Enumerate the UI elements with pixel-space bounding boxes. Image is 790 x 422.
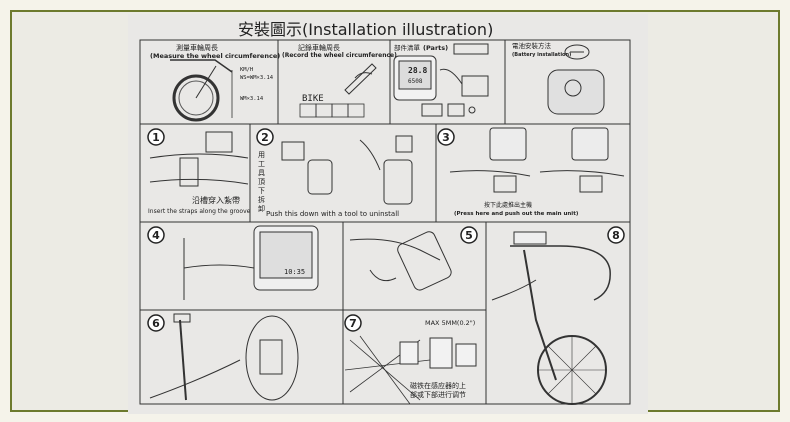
measure-formula2: WM×3.14 xyxy=(240,96,264,102)
battery-title-en: (Battery installation) xyxy=(512,52,571,58)
step4-badge xyxy=(147,226,165,244)
wheel-drawing xyxy=(172,74,220,122)
step7-badge xyxy=(344,314,362,332)
step3-number: 3 xyxy=(442,131,450,144)
panel-step5: 5 xyxy=(349,226,478,291)
step3-caption-en: (Press here and push out the main unit) xyxy=(454,211,579,217)
step4-display-reading: 10:35 xyxy=(284,268,305,276)
step2-side-cn-1: 工 xyxy=(258,160,265,168)
panel-step2: 2 用 工 具 頂 下 拆 卸 Push this down with a to… xyxy=(256,128,413,218)
panel-step8: 8 xyxy=(491,226,625,405)
pen-icon xyxy=(344,63,377,95)
panel-step1: 1 沿槽穿入紮帶 Insert the straps along the gro… xyxy=(147,128,251,215)
step6-number: 6 xyxy=(152,317,160,330)
step7-number: 7 xyxy=(349,317,357,330)
step1-caption-cn: 沿槽穿入紮帶 xyxy=(192,195,240,205)
step8-badge xyxy=(607,226,625,244)
record-title-cn: 記錄車輪周長 xyxy=(298,43,340,52)
step2-side-cn-0: 用 xyxy=(258,151,265,159)
page-title: 安裝圖示(Installation illustration) xyxy=(238,20,493,39)
parts-display-reading2: 6508 xyxy=(408,78,423,85)
step7-max-label: MAX 5MM(0.2") xyxy=(425,319,475,327)
step2-side-cn-3: 頂 xyxy=(258,178,265,186)
measure-title-cn: 測量車輪周長 xyxy=(176,43,218,52)
battery-title-cn: 電池安裝方法 xyxy=(512,41,552,50)
step3-caption-cn: 按下此處推出主機 xyxy=(484,201,532,209)
step2-number: 2 xyxy=(261,131,269,144)
measure-formula1-label: KM/H xyxy=(240,67,253,73)
step1-badge xyxy=(147,128,165,146)
record-boxes xyxy=(299,103,365,118)
step6-zoom-circle xyxy=(245,315,299,401)
step5-badge xyxy=(460,226,478,244)
step7-caption-line1: 磁铁在感应器的上 xyxy=(410,381,466,390)
panel-measure: 測量車輪周長 (Measure the wheel circumference)… xyxy=(150,43,280,122)
panel-step4: 4 10:35 xyxy=(147,225,319,300)
record-bike-label: BIKE xyxy=(302,94,324,104)
battery-unit-drawing xyxy=(547,69,605,115)
step2-badge xyxy=(256,128,274,146)
panel-battery: 電池安裝方法 (Battery installation) xyxy=(512,41,605,115)
step5-number: 5 xyxy=(465,229,473,242)
parts-display-reading: 28.8 xyxy=(408,66,427,75)
step3-badge xyxy=(437,128,455,146)
step2-side-cn-2: 具 xyxy=(258,169,265,177)
step2-side-cn-6: 卸 xyxy=(258,204,265,213)
panel-step3: 3 按下此處推出主機 (Press here and push out the … xyxy=(437,127,625,217)
step2-side-cn-4: 下 xyxy=(258,187,265,195)
measure-formula1: WS=WM×3.14 xyxy=(240,75,274,81)
battery-cover-drawing xyxy=(564,44,590,60)
parts-title-cn: 部件清單 xyxy=(394,43,421,52)
step8-number: 8 xyxy=(612,229,620,242)
measure-title-en: (Measure the wheel circumference) xyxy=(150,52,280,60)
step1-caption-en: Insert the straps along the groove xyxy=(148,208,251,215)
panel-record: 記錄車輪周長 (Record the wheel circumference) … xyxy=(282,43,397,118)
panel-step6: 6 xyxy=(147,313,299,401)
parts-title-en: (Parts) xyxy=(423,44,448,52)
step4-number: 4 xyxy=(152,229,160,242)
step6-badge xyxy=(147,314,165,332)
panel-parts: 部件清單 (Parts) 28.8 6508 xyxy=(393,43,489,117)
record-title-en: (Record the wheel circumference) xyxy=(282,52,397,59)
step2-caption-en: Push this down with a tool to uninstall xyxy=(266,210,399,218)
step1-number: 1 xyxy=(152,131,160,144)
step2-side-cn-5: 拆 xyxy=(258,195,265,204)
step7-caption-line2: 部或下部进行调节 xyxy=(410,390,466,399)
panel-step7: 7 MAX 5MM(0.2") 磁铁在感应器的上 部或下部进行调节 xyxy=(344,314,477,405)
